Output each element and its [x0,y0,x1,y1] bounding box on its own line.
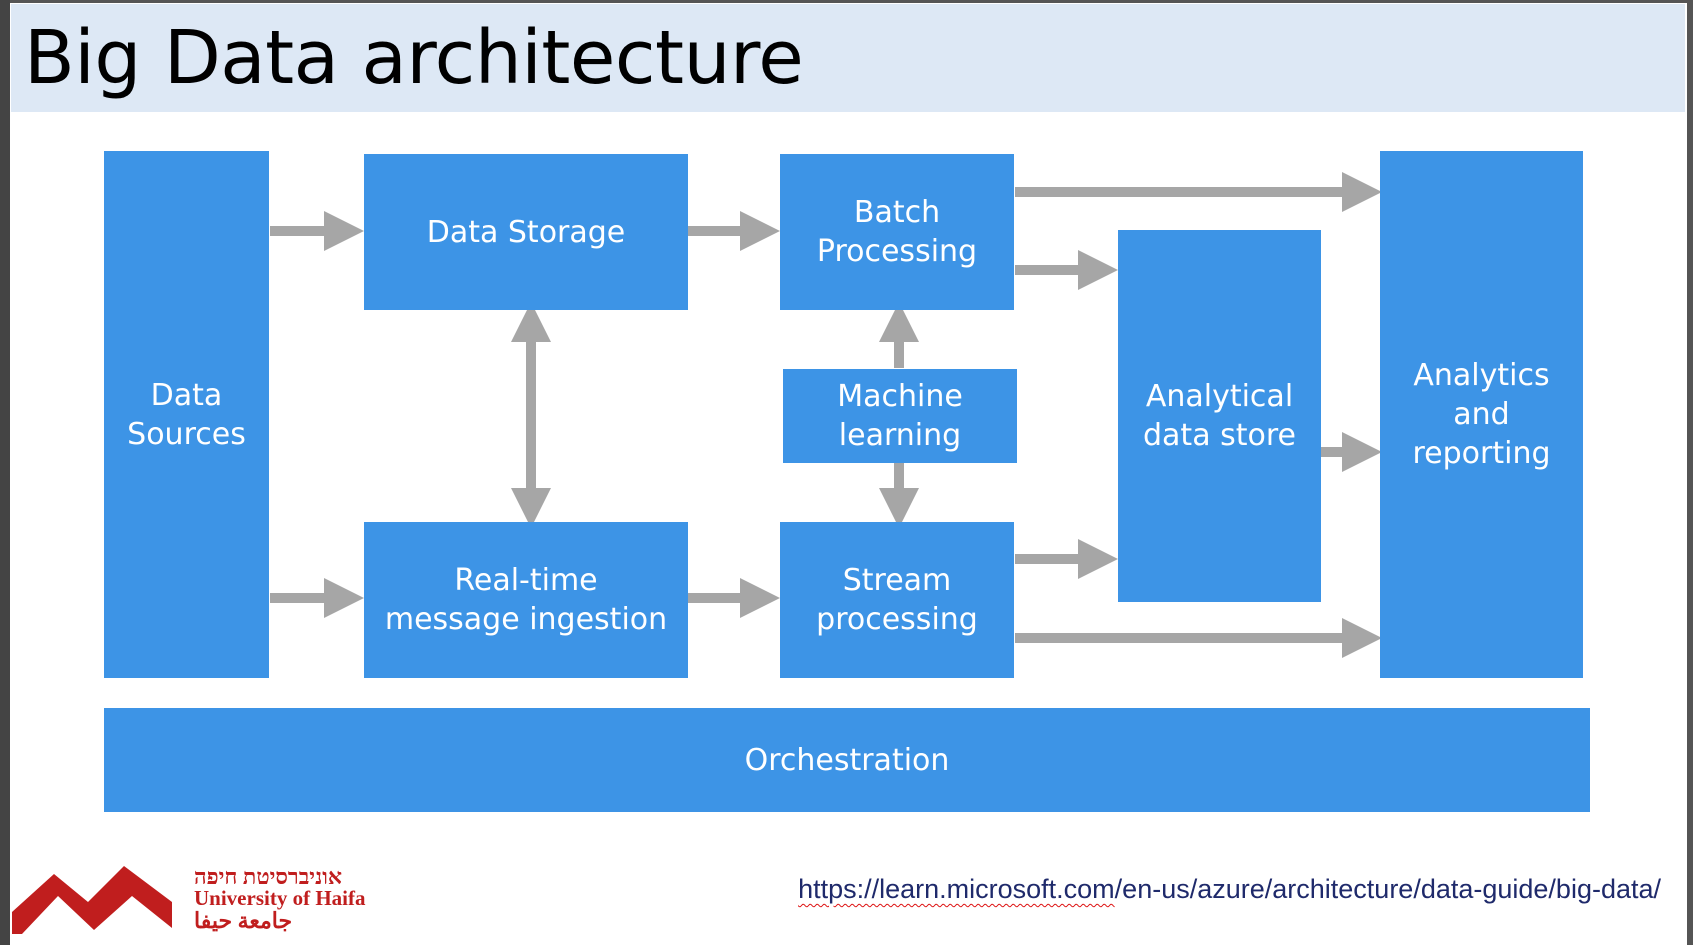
stream-processing-box: Stream processing [780,522,1014,678]
logo-hebrew-text: אוניברסיטת חיפה [194,864,342,889]
data-sources-box: Data Sources [104,151,269,678]
data-storage-box: Data Storage [364,154,688,310]
title-band [11,4,1685,112]
orchestration-box: Orchestration [104,708,1590,812]
batch-processing-box: Batch Processing [780,154,1014,310]
realtime-ingestion-box: Real-time message ingestion [364,522,688,678]
slide-title: Big Data architecture [24,15,804,101]
haifa-logo-mark-icon [12,866,172,934]
source-url-path: /en-us/azure/architecture/data-guide/big… [1114,874,1661,904]
logo-english-text: University of Haifa [194,886,366,910]
logo-arabic-text: جامعة حيفا [194,908,293,933]
source-url-link[interactable]: https://learn.microsoft.com/en-us/azure/… [798,874,1661,905]
source-url-domain: https://learn.microsoft.com [798,874,1115,904]
university-of-haifa-logo: אוניברסיטת חיפה University of Haifa جامع… [12,864,365,934]
machine-learning-box: Machine learning [783,369,1017,463]
analytical-data-store-box: Analytical data store [1118,230,1321,602]
analytics-reporting-box: Analytics and reporting [1380,151,1583,678]
